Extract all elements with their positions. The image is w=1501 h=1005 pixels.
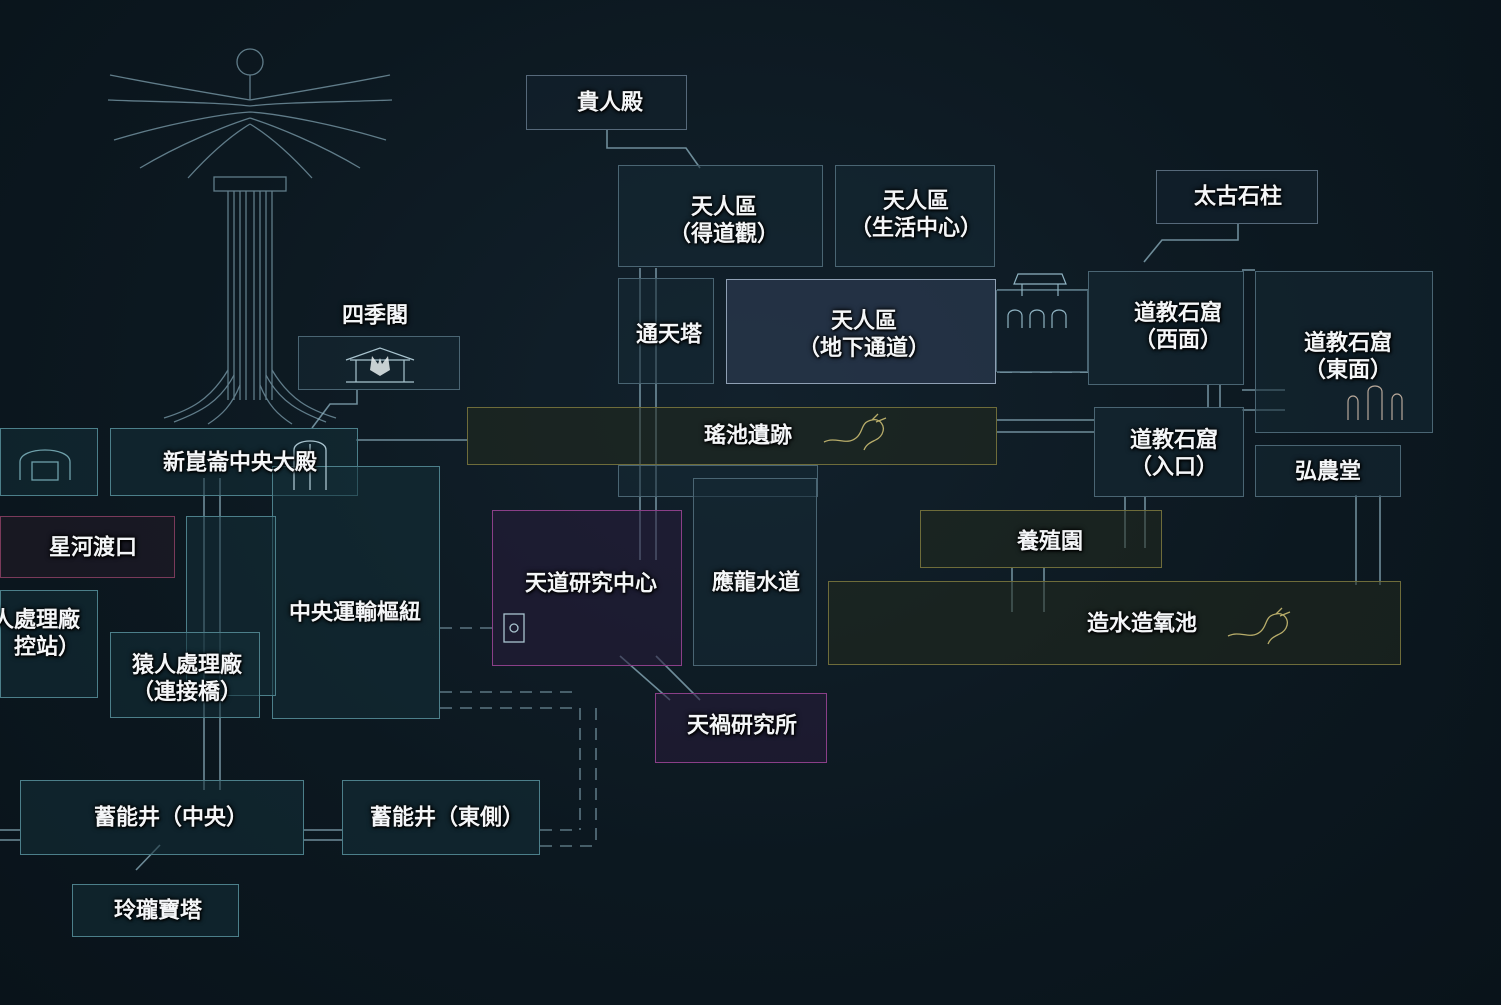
label-tianren-dedaoguan: 天人區 （得道觀） [668,195,780,247]
room-tongtianta[interactable] [618,278,714,384]
label-yaochi: 瑤池遺跡 [703,423,793,449]
edge-fade [1441,0,1501,1005]
room-zhongyang-yunshu[interactable] [272,466,440,719]
room-linglong[interactable] [72,884,239,937]
room-chuli-kongzhan[interactable] [0,590,98,698]
room-tianren-dixia[interactable] [726,279,996,384]
label-daojiao-rukou: 道教石窟 （入口） [1129,428,1219,480]
label-tiandao: 天道研究中心 [524,571,658,597]
label-zaoshui: 造水造氧池 [1086,611,1198,637]
label-yangzhiyuan: 養殖園 [1016,529,1084,555]
label-daojiao-dong: 道教石窟 （東面） [1303,331,1393,383]
room-left-edge [0,428,98,496]
room-yangzhiyuan[interactable] [920,510,1162,568]
label-sijige: 四季閣 [341,303,409,329]
room-xuneng-dong[interactable] [342,780,540,855]
room-zaoshui[interactable] [828,581,1401,665]
label-tianren-dixia: 天人區 （地下通道） [797,309,931,361]
room-hongnongtang[interactable] [1255,445,1401,497]
room-daojiao-dong[interactable] [1255,271,1433,433]
room-yuanren[interactable] [110,632,260,718]
label-hongnongtang: 弘農堂 [1294,459,1362,485]
room-xinghe[interactable] [0,516,175,578]
room-yaochi[interactable] [467,407,997,465]
label-tongtianta: 通天塔 [635,322,703,348]
label-yuanren: 猿人處理廠 （連接橋） [131,653,243,705]
room-daojiao-rukou[interactable] [1094,407,1244,497]
room-tianren-shenghuo[interactable] [835,165,995,267]
room-guirendian[interactable] [526,75,687,130]
room-taigu-shizhu[interactable] [1156,170,1318,224]
room-taigu-bridge [996,290,1088,372]
label-xuneng-zhong: 蓄能井（中央） [93,805,249,831]
label-xinghe: 星河渡口 [48,535,138,561]
label-daojiao-xi: 道教石窟 （西面） [1133,301,1223,353]
room-yinglong[interactable] [693,478,817,666]
label-guirendian: 貴人殿 [576,90,644,116]
room-tianhuo[interactable] [655,693,827,763]
room-sijige[interactable] [298,336,460,390]
room-tianren-dedaoguan[interactable] [618,165,823,267]
label-xinkunlun: 新崑崙中央大殿 [162,450,318,476]
label-linglong: 玲瓏寶塔 [113,898,203,924]
room-xuneng-zhong[interactable] [20,780,304,855]
label-xuneng-dong: 蓄能井（東側） [369,805,525,831]
label-yinglong: 應龍水道 [711,570,801,596]
label-tianren-shenghuo: 天人區 （生活中心） [849,189,983,241]
label-tianhuo: 天禍研究所 [686,713,798,739]
label-taigu-shizhu: 太古石柱 [1193,184,1283,210]
label-chuli-kongzhan: 人處理廠 控站） [0,608,81,660]
label-zhongyang-yunshu: 中央運輸樞紐 [288,600,422,626]
room-daojiao-xi[interactable] [1088,271,1244,385]
